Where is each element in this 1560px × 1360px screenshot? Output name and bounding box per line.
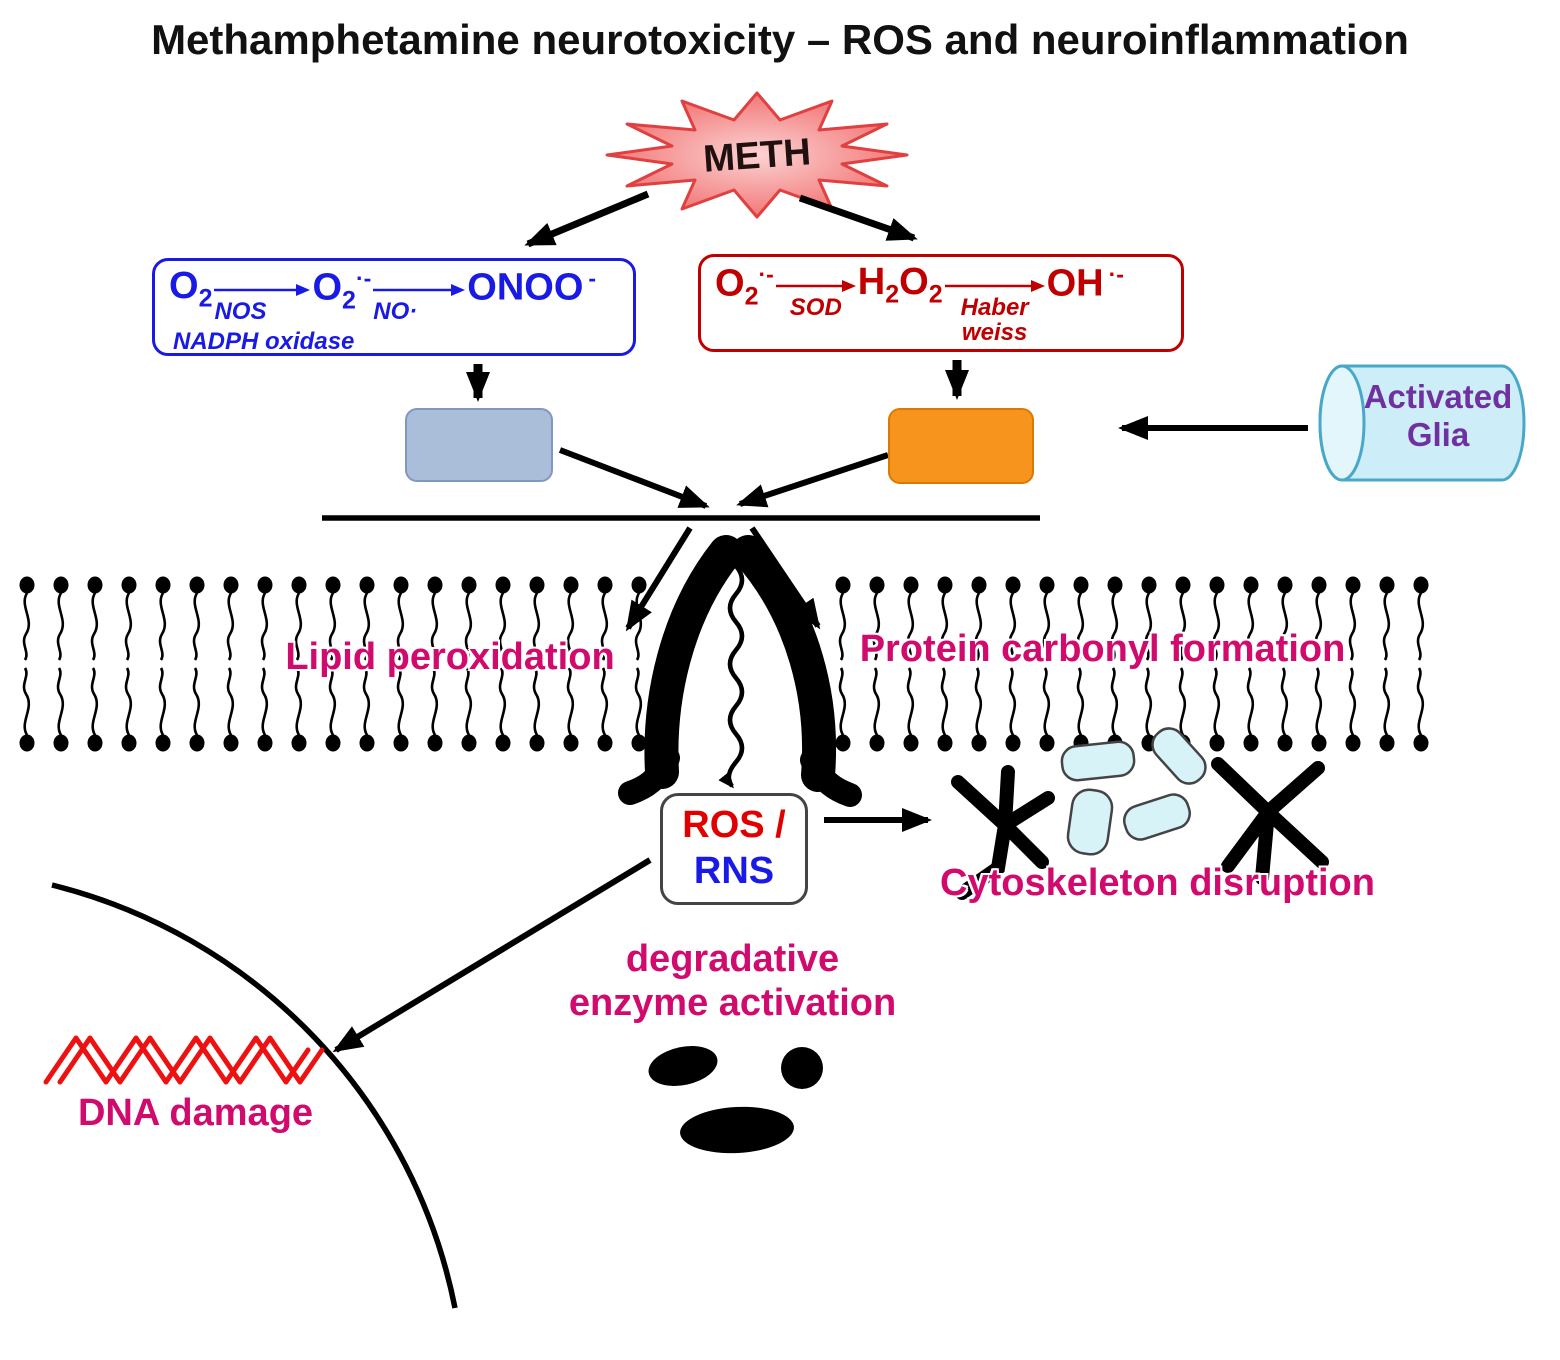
superoxide-sup: ·- bbox=[355, 265, 372, 291]
tube-fragment bbox=[1123, 793, 1191, 841]
superoxide-sub: 2 bbox=[342, 286, 356, 315]
glia-cylinder-rim bbox=[1318, 364, 1366, 482]
oh-sup: ·- bbox=[1108, 261, 1124, 287]
sod-formula-row: O2·- SOD H2O2 Haber weiss OH·- bbox=[715, 261, 1167, 345]
oh-main: OH bbox=[1046, 262, 1104, 305]
o2-main: O bbox=[169, 265, 199, 307]
degradative-enzyme-label: degradative enzyme activation bbox=[535, 938, 930, 1025]
enzyme-blob bbox=[781, 1047, 823, 1089]
dna-strand bbox=[57, 1035, 325, 1085]
blue-product-to-membrane-arrow bbox=[558, 447, 710, 509]
tube-fragment bbox=[1151, 727, 1207, 785]
nadph-oxidase-label: NADPH oxidase bbox=[173, 328, 355, 356]
degradative-label-line1: degradative bbox=[625, 938, 840, 980]
rns-label: RNS bbox=[693, 850, 775, 892]
channel-right-leg bbox=[731, 535, 837, 792]
membrane-channel-protein bbox=[618, 535, 862, 807]
cytoskeleton-disruption-label: Cytoskeleton disruption bbox=[940, 862, 1375, 904]
protein-carbonyl-label: Protein carbonyl formation bbox=[859, 628, 1346, 670]
cytoskeleton-branch-right bbox=[1211, 757, 1329, 885]
superoxide-main: O bbox=[715, 262, 745, 305]
meth-to-sod-arrow bbox=[798, 194, 918, 242]
cytoskeleton-tube-fragments bbox=[1060, 727, 1207, 856]
enzyme-blob bbox=[648, 1046, 718, 1086]
onoo-main: ONOO bbox=[467, 266, 584, 309]
species-hydroxyl-radical: OH·- bbox=[1047, 261, 1124, 306]
superoxide-sup: ·- bbox=[758, 261, 774, 287]
sod-pathway-box: O2·- SOD H2O2 Haber weiss OH·- bbox=[698, 254, 1184, 352]
reaction-arrow-nos: NOS bbox=[214, 281, 311, 325]
degradative-label-line2: enzyme activation bbox=[568, 981, 897, 1024]
h2o2-osub: 2 bbox=[928, 280, 943, 309]
channel-squiggle-arrow bbox=[718, 564, 745, 789]
species-peroxynitrite: ONOO- bbox=[467, 265, 596, 310]
ros-rns-box: ROS / RNS bbox=[660, 793, 808, 905]
species-o2: O2 bbox=[169, 265, 212, 313]
bilayer-bottom-right bbox=[828, 666, 1436, 752]
cytoskeleton-fragments bbox=[951, 757, 1329, 900]
nos-enzyme-label: NOS bbox=[214, 298, 267, 325]
onoo-sup: - bbox=[588, 265, 597, 291]
channel-left-leg bbox=[644, 535, 743, 789]
h2o2-hsub: 2 bbox=[885, 280, 900, 309]
enzyme-blob bbox=[680, 1106, 794, 1154]
dna-helix bbox=[43, 1035, 325, 1085]
reaction-arrow-no: NO· bbox=[373, 281, 466, 325]
bilayer-bottom-left bbox=[10, 666, 652, 752]
cytoskeleton-branch-left bbox=[951, 765, 1055, 900]
hydroxyl-product-box bbox=[888, 408, 1034, 484]
tube-fragment bbox=[1066, 788, 1114, 856]
haber-label-line2: weiss bbox=[961, 319, 1028, 347]
superoxide-main: O bbox=[312, 266, 343, 309]
reaction-arrow-sod: SOD bbox=[775, 277, 856, 321]
bilayer-top-right bbox=[828, 576, 1436, 662]
dna-damage-label: DNA damage bbox=[77, 1092, 314, 1134]
haber-label-line1: Haber bbox=[960, 294, 1029, 321]
nucleus-boundary-arc bbox=[51, 882, 458, 1309]
bilayer-top-left bbox=[10, 576, 648, 662]
species-superoxide: O2·- bbox=[312, 265, 371, 315]
ros-to-dna-arrow bbox=[332, 857, 652, 1053]
ros-label: ROS / bbox=[682, 804, 786, 847]
reaction-arrow-icon bbox=[944, 280, 1045, 292]
lipid-bilayer bbox=[10, 576, 1436, 752]
nos-pathway-box: O2 NOS O2·- NO· ONOO- NADPH oxidase bbox=[152, 258, 636, 356]
species-superoxide: O2·- bbox=[715, 261, 774, 311]
tube-fragment bbox=[1060, 740, 1136, 782]
diagram-title: Methamphetamine neurotoxicity – ROS and … bbox=[151, 16, 1409, 63]
species-h2o2: H2O2 bbox=[858, 261, 943, 309]
h2o2-o: O bbox=[899, 261, 929, 303]
orange-product-to-membrane-arrow bbox=[736, 452, 889, 508]
degradative-enzymes bbox=[648, 1046, 823, 1154]
o2-sub: 2 bbox=[198, 284, 213, 313]
reaction-arrow-icon bbox=[373, 284, 466, 296]
meth-label: METH bbox=[702, 131, 812, 180]
activated-glia-label: Activated Glia bbox=[1363, 378, 1513, 453]
lipid-peroxidation-label: Lipid peroxidation bbox=[285, 636, 615, 678]
reaction-arrow-icon bbox=[775, 280, 856, 292]
channel-left-foot bbox=[618, 746, 680, 805]
activated-glia-cylinder bbox=[1318, 364, 1526, 482]
channel-right-foot bbox=[800, 748, 862, 807]
dna-strand bbox=[43, 1035, 311, 1085]
superoxide-sub: 2 bbox=[744, 282, 759, 311]
reaction-arrow-icon bbox=[214, 284, 311, 296]
meth-to-nos-arrow bbox=[524, 190, 650, 248]
nos-formula-row: O2 NOS O2·- NO· ONOO- bbox=[169, 265, 619, 324]
peroxynitrite-product-box bbox=[405, 408, 553, 482]
no-radical-label: NO· bbox=[373, 298, 418, 325]
h2o2-h: H bbox=[857, 261, 886, 303]
reaction-arrow-haber-weiss: Haber weiss bbox=[944, 277, 1045, 347]
sod-enzyme-label: SOD bbox=[789, 294, 842, 321]
